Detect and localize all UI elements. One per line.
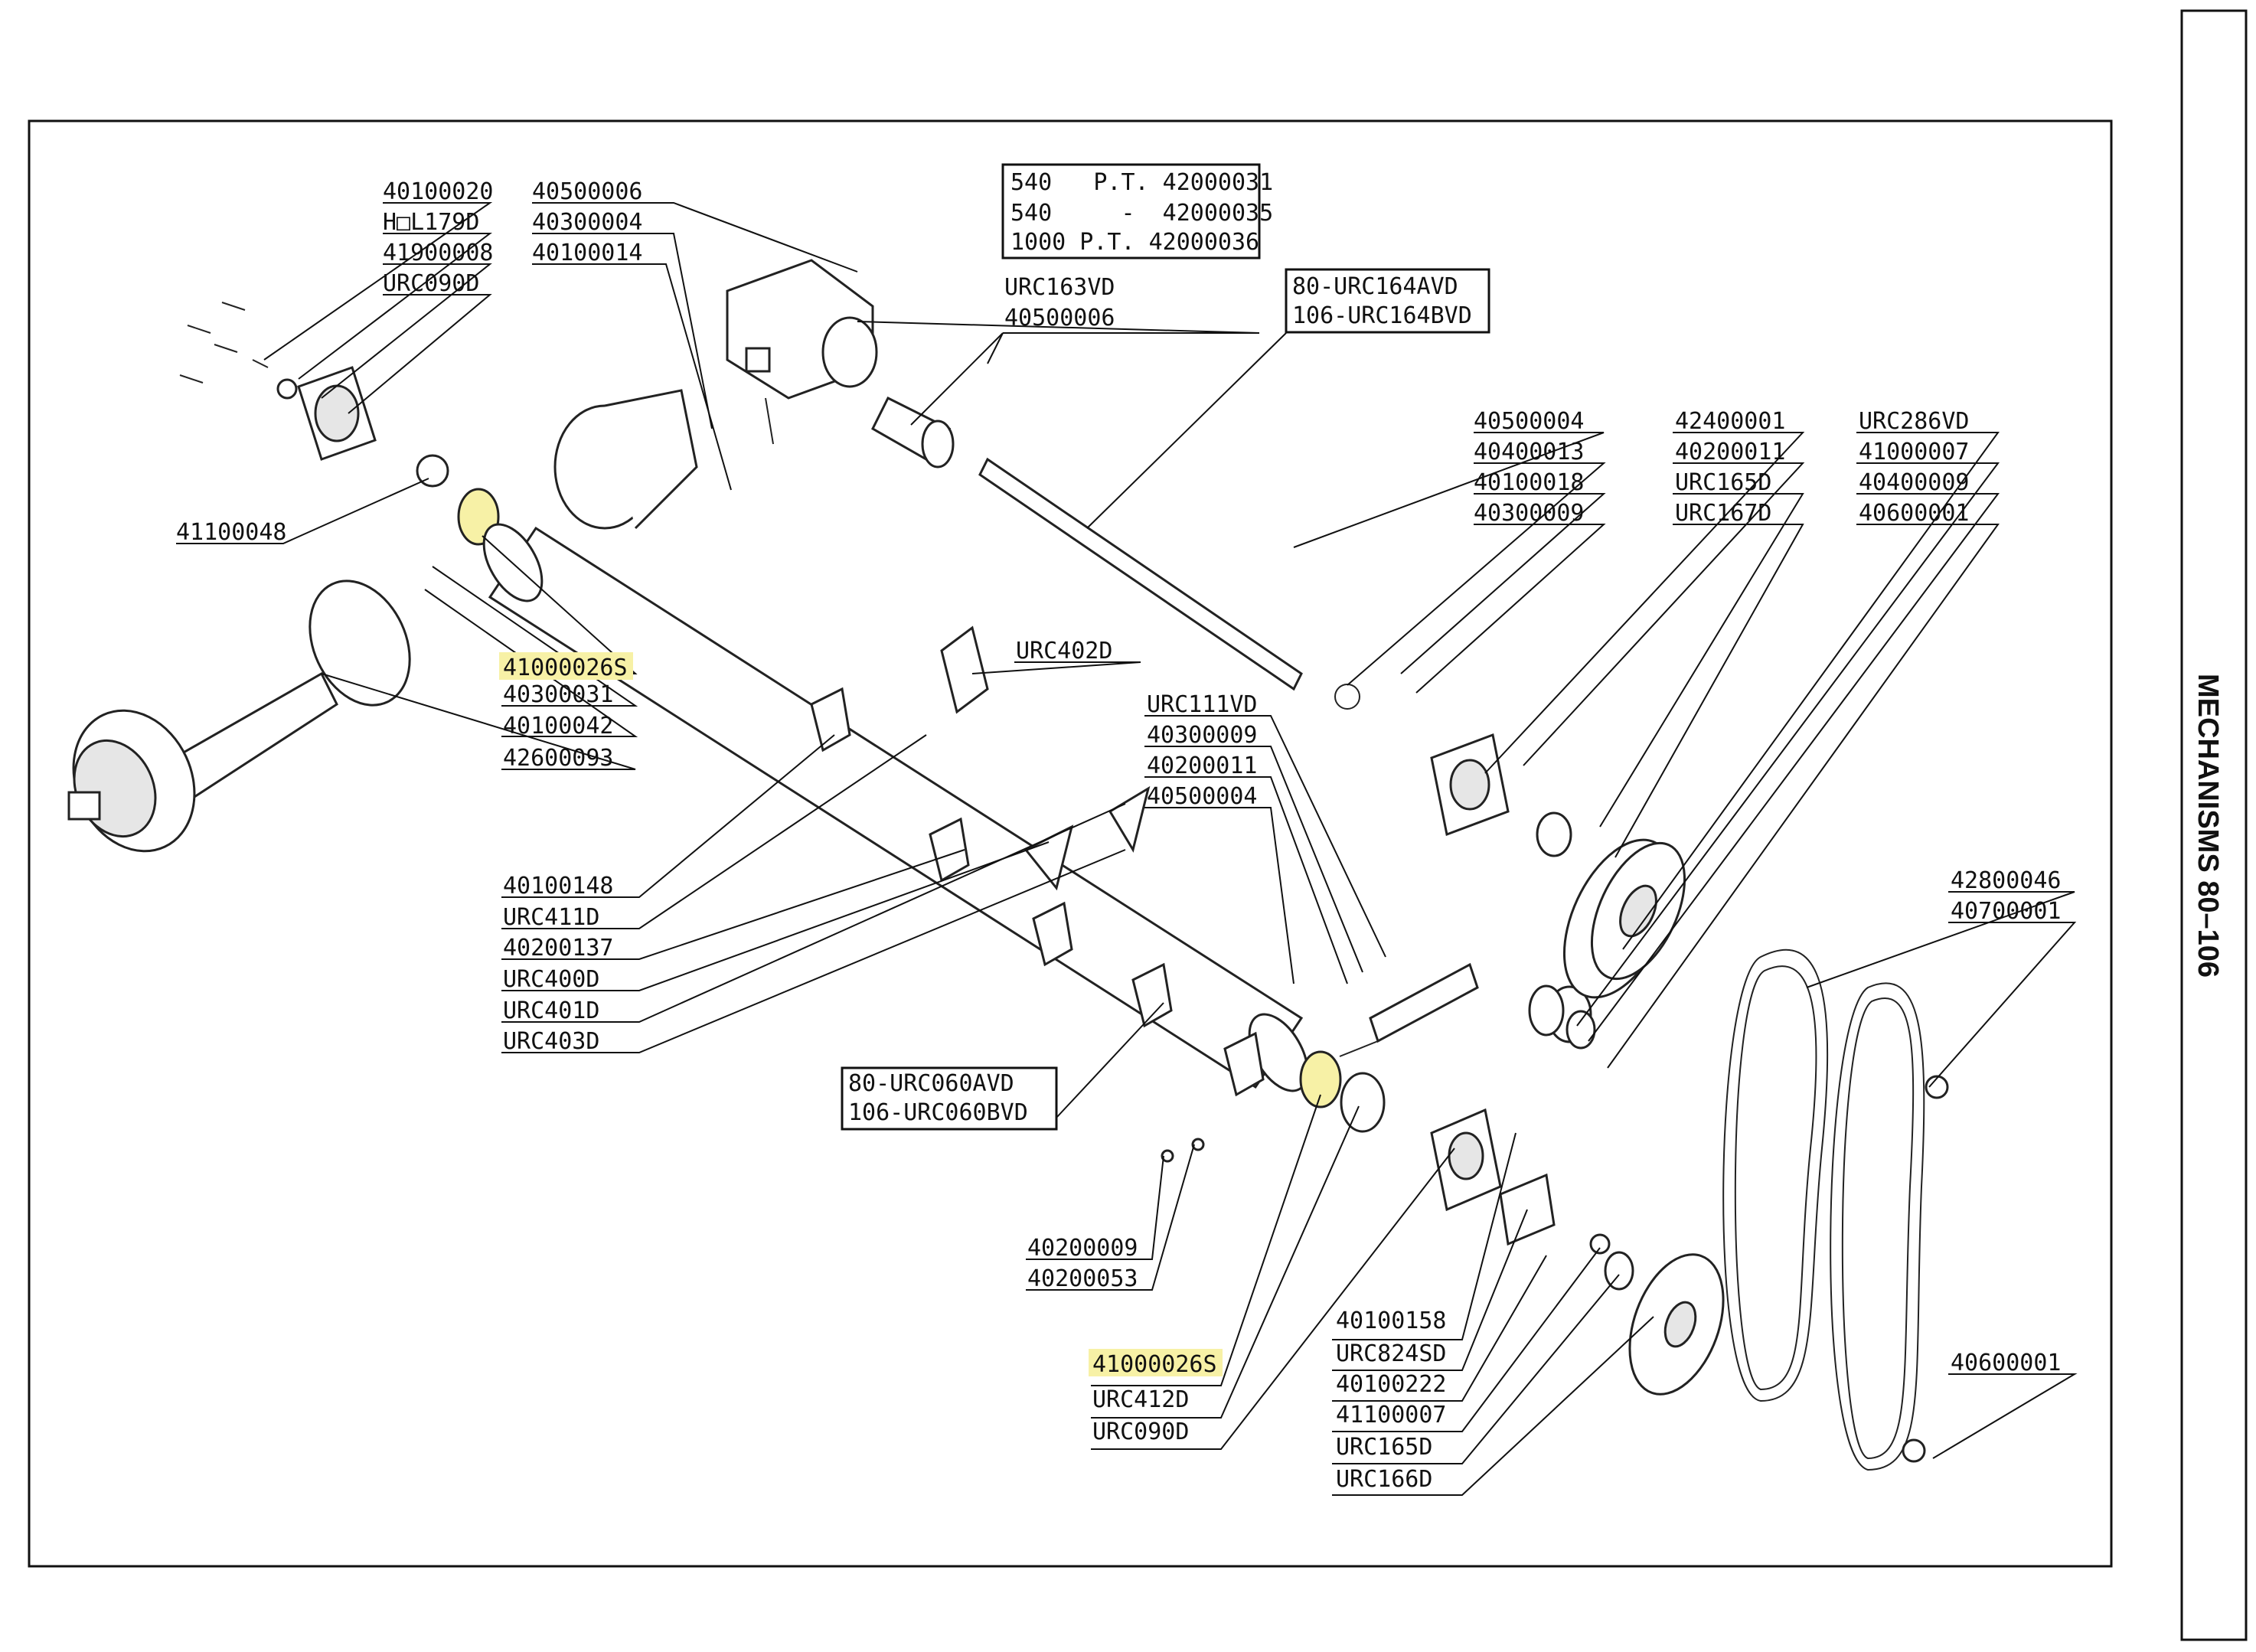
label-40300009-mid: 40300009 bbox=[1147, 722, 1258, 749]
lower-bearing-housing bbox=[1340, 1072, 1556, 1246]
part-labels: 40100020 H□L179D 41900008 URC090D 405000… bbox=[176, 178, 2062, 1493]
diagram-frame bbox=[28, 119, 2113, 1568]
section-title: MECHANISMS 80–106 bbox=[2192, 674, 2224, 978]
roller-brackets bbox=[810, 625, 1265, 1097]
label-41100007: 41100007 bbox=[1336, 1402, 1447, 1428]
label-40100222: 40100222 bbox=[1336, 1371, 1447, 1398]
bearing-highlight-bottom bbox=[1299, 1050, 1342, 1108]
label-41100048: 41100048 bbox=[176, 519, 287, 546]
flange-bearing-right bbox=[1430, 733, 1572, 857]
drive-shaft bbox=[978, 457, 1360, 710]
label-URC400D: URC400D bbox=[503, 966, 599, 993]
leader-lines bbox=[176, 202, 2078, 1496]
bell-housing bbox=[553, 389, 698, 530]
roller-box-row2: 106-URC060BVD bbox=[848, 1099, 1028, 1126]
label-41000026S-left: 41000026S bbox=[503, 655, 628, 681]
label-42600093: 42600093 bbox=[503, 745, 614, 772]
shaft-sleeve bbox=[871, 396, 955, 469]
label-URC402D: URC402D bbox=[1016, 638, 1112, 664]
nuts bbox=[1161, 1075, 1949, 1463]
label-40200137: 40200137 bbox=[503, 935, 614, 961]
label-URC403D: URC403D bbox=[503, 1028, 599, 1055]
label-40100014: 40100014 bbox=[532, 240, 643, 266]
shaft-box: 80-URC164AVD 106-URC164BVD bbox=[1285, 268, 1490, 334]
label-URC090D-top: URC090D bbox=[383, 270, 479, 297]
highlight-bg-left bbox=[499, 652, 633, 680]
side-title-frame bbox=[2180, 9, 2248, 1641]
label-41000026S-bottom: 41000026S bbox=[1092, 1351, 1217, 1378]
bolts-top-left bbox=[179, 302, 269, 384]
label-41900008: 41900008 bbox=[383, 240, 494, 266]
gearbox-table: 540 P.T. 42000031 540 - 42000035 1000 P.… bbox=[1001, 163, 1273, 260]
label-URC286VD: URC286VD bbox=[1859, 408, 1970, 435]
label-URC824SD: URC824SD bbox=[1336, 1340, 1447, 1367]
idler-roller bbox=[1528, 984, 1596, 1050]
gearbox-table-row1: 540 P.T. 42000031 bbox=[1010, 169, 1273, 196]
label-40400009: 40400009 bbox=[1859, 469, 1970, 496]
label-40600001-bottom: 40600001 bbox=[1951, 1350, 2062, 1376]
label-40700001: 40700001 bbox=[1951, 898, 2062, 925]
v-belts bbox=[1722, 948, 1925, 1471]
highlight-bg-bottom bbox=[1089, 1349, 1223, 1376]
label-40400013: 40400013 bbox=[1474, 439, 1585, 465]
label-40300031: 40300031 bbox=[503, 681, 614, 708]
label-40100158: 40100158 bbox=[1336, 1308, 1447, 1334]
flange-bearing-top bbox=[276, 366, 449, 488]
label-URC166D: URC166D bbox=[1336, 1466, 1432, 1493]
gearbox-table-row2: 540 - 42000035 bbox=[1010, 200, 1273, 227]
pto-driveshaft bbox=[67, 580, 411, 853]
label-40500006-mid: 40500006 bbox=[1004, 305, 1115, 331]
label-40200053: 40200053 bbox=[1027, 1265, 1138, 1292]
label-40200011-top: 40200011 bbox=[1675, 439, 1786, 465]
label-URC401D: URC401D bbox=[503, 997, 599, 1024]
small-pulley bbox=[1589, 1233, 1725, 1396]
label-40300004: 40300004 bbox=[532, 209, 643, 236]
gearbox-table-row3: 1000 P.T. 42000036 bbox=[1010, 229, 1259, 256]
label-URC411D: URC411D bbox=[503, 904, 599, 931]
label-URC165D-top: URC165D bbox=[1675, 469, 1771, 496]
label-40200011-mid: 40200011 bbox=[1147, 753, 1258, 779]
label-40600001-top: 40600001 bbox=[1859, 500, 1970, 527]
label-40100020: 40100020 bbox=[383, 178, 494, 205]
label-URC167D: URC167D bbox=[1675, 500, 1771, 527]
label-40500004-mid: 40500004 bbox=[1147, 783, 1258, 810]
label-URC111VD: URC111VD bbox=[1147, 691, 1258, 718]
gearbox bbox=[726, 259, 878, 445]
label-40300009-top: 40300009 bbox=[1474, 500, 1585, 527]
label-HOL179D: H□L179D bbox=[383, 209, 479, 236]
label-URC090D-bottom: URC090D bbox=[1092, 1419, 1189, 1445]
label-URC163VD: URC163VD bbox=[1004, 274, 1115, 301]
shaft-box-row1: 80-URC164AVD bbox=[1292, 273, 1458, 300]
label-41000007: 41000007 bbox=[1859, 439, 1970, 465]
shaft-box-row2: 106-URC164BVD bbox=[1292, 302, 1472, 329]
label-40500004-top: 40500004 bbox=[1474, 408, 1585, 435]
label-40100018: 40100018 bbox=[1474, 469, 1585, 496]
label-42800046: 42800046 bbox=[1951, 867, 2062, 894]
roller-box: 80-URC060AVD 106-URC060BVD bbox=[841, 1066, 1058, 1131]
label-URC165D-bottom: URC165D bbox=[1336, 1434, 1432, 1461]
label-42400001: 42400001 bbox=[1675, 408, 1786, 435]
label-URC412D: URC412D bbox=[1092, 1386, 1189, 1413]
roller-box-row1: 80-URC060AVD bbox=[848, 1070, 1014, 1097]
label-40100148: 40100148 bbox=[503, 873, 614, 899]
label-40100042: 40100042 bbox=[503, 713, 614, 739]
label-40200009: 40200009 bbox=[1027, 1235, 1138, 1262]
label-40500006-top: 40500006 bbox=[532, 178, 643, 205]
